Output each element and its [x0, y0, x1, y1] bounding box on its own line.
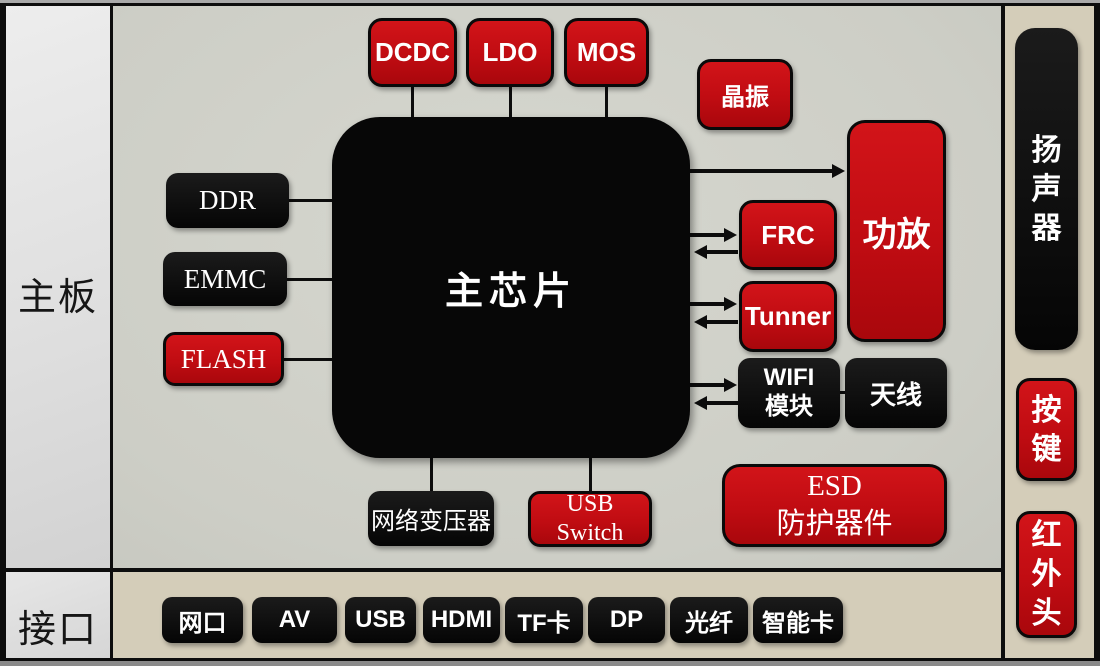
- interface-box-smart-card: 智能卡: [753, 597, 843, 643]
- mainboard-panel: [6, 6, 110, 568]
- crystal-label: 晶振: [721, 84, 769, 111]
- interface-box-hdmi: HDMI: [423, 597, 500, 643]
- network-transformer-box: 网络变压器: [368, 491, 494, 546]
- connector-flash-chip: [284, 358, 332, 361]
- esd-label-line2: 防护器件: [776, 507, 893, 540]
- interface-label-lan: 网口: [178, 609, 227, 637]
- interface-box-optical: 光纤: [670, 597, 748, 643]
- connector-ddr-chip: [289, 199, 332, 202]
- interface-label-hdmi: HDMI: [430, 606, 493, 633]
- connector-ldo-chip: [509, 87, 512, 117]
- speaker-box: 扬声器: [1015, 28, 1078, 350]
- main-chip: 主芯片: [332, 117, 690, 458]
- arrow-chip-to-amplifier-line: [686, 169, 832, 173]
- connector-chip-usbswitch: [589, 458, 592, 492]
- interface-label-panel: [6, 572, 110, 658]
- main-chip-label: 主芯片: [444, 271, 577, 313]
- flash-box: FLASH: [163, 332, 284, 386]
- mos-box: MOS: [564, 18, 649, 87]
- arrow-chip-to-amplifier-head: [832, 164, 845, 178]
- frc-box: FRC: [739, 200, 837, 270]
- ddr-label: DDR: [198, 185, 256, 215]
- arrow-frc-to-chip-head: [694, 245, 707, 259]
- keys-label: 按键: [1031, 393, 1062, 466]
- interface-label-tf-card: TF卡: [517, 609, 571, 637]
- amplifier-label: 功放: [862, 215, 931, 254]
- mainboard-label: 主板: [17, 277, 98, 319]
- arrow-chip-to-frc-head: [724, 228, 737, 242]
- interface-label: 接口: [17, 609, 98, 651]
- connector-wifi-antenna: [840, 391, 845, 394]
- ir-receiver-box: 红外头: [1016, 511, 1077, 638]
- mos-label: MOS: [576, 37, 637, 67]
- frc-label: FRC: [761, 219, 815, 250]
- antenna-label: 天线: [869, 379, 922, 410]
- wifi-module-box: WIFI 模块: [738, 358, 840, 428]
- arrow-chip-to-wifi-head: [724, 378, 737, 392]
- interface-label-av: AV: [278, 606, 311, 633]
- usb-switch-label-line1: USB: [566, 491, 614, 518]
- crystal-box: 晶振: [697, 59, 793, 130]
- wifi-module-label-line1: WIFI: [763, 364, 815, 392]
- arrow-chip-to-tuner-line: [686, 302, 724, 306]
- emmc-label: EMMC: [183, 263, 267, 294]
- interface-box-tf-card: TF卡: [505, 597, 583, 643]
- dcdc-box: DCDC: [368, 18, 457, 87]
- network-transformer-label: 网络变压器: [371, 509, 491, 535]
- interface-box-usb: USB: [345, 597, 416, 643]
- flash-label: FLASH: [180, 343, 267, 374]
- connector-emmc-chip: [287, 278, 332, 281]
- ldo-label: LDO: [482, 37, 538, 67]
- connector-mos-chip: [605, 87, 608, 117]
- interface-label-usb: USB: [355, 606, 406, 633]
- bottom-edge-strip: [0, 661, 1100, 666]
- dcdc-label: DCDC: [374, 37, 451, 67]
- emmc-box: EMMC: [163, 252, 287, 306]
- esd-protection-box: ESD 防护器件: [722, 464, 947, 547]
- tuner-label: Tunner: [744, 301, 832, 331]
- ddr-box: DDR: [166, 173, 289, 228]
- interface-box-lan: 网口: [162, 597, 243, 643]
- arrow-tuner-to-chip-head: [694, 315, 707, 329]
- arrow-frc-to-chip-line: [707, 250, 738, 254]
- wifi-module-label-line2: 模块: [765, 393, 813, 420]
- interface-label-optical: 光纤: [685, 609, 733, 637]
- arrow-tuner-to-chip-line: [707, 320, 738, 324]
- amplifier-box: 功放: [847, 120, 946, 342]
- arrow-wifi-to-chip-head: [694, 396, 707, 410]
- arrow-wifi-to-chip-line: [707, 401, 738, 405]
- esd-label-line1: ESD: [807, 469, 862, 502]
- tuner-box: Tunner: [739, 281, 837, 352]
- interface-label-dp: DP: [609, 606, 644, 633]
- interface-label-smart-card: 智能卡: [762, 609, 834, 637]
- antenna-box: 天线: [845, 358, 947, 428]
- usb-switch-label-line2: Switch: [556, 520, 624, 546]
- interface-box-av: AV: [252, 597, 337, 643]
- ldo-box: LDO: [466, 18, 554, 87]
- arrow-chip-to-frc-line: [686, 233, 724, 237]
- ir-receiver-label: 红外头: [1031, 519, 1062, 630]
- keys-box: 按键: [1016, 378, 1077, 481]
- arrow-chip-to-wifi-line: [686, 383, 724, 387]
- connector-chip-transformer: [430, 458, 433, 491]
- connector-dcdc-chip: [411, 87, 414, 117]
- arrow-chip-to-tuner-head: [724, 297, 737, 311]
- speaker-label: 扬声器: [1031, 133, 1062, 245]
- interface-box-dp: DP: [588, 597, 665, 643]
- usb-switch-box: USB Switch: [528, 491, 652, 547]
- top-edge-strip: [0, 0, 1100, 3]
